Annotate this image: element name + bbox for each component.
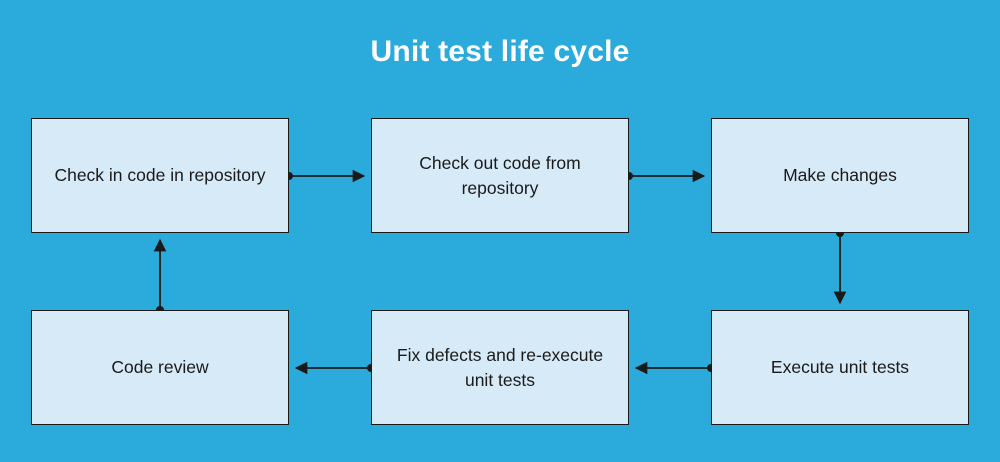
node-label: Execute unit tests — [770, 357, 910, 377]
node-label: Code review — [111, 357, 209, 377]
node-label: Check in code in repository — [54, 165, 266, 185]
node-code-review[interactable]: Code review — [31, 310, 289, 425]
node-make-changes[interactable]: Make changes — [711, 118, 969, 233]
connector-fixdefects-to-codereview — [294, 361, 375, 375]
node-fix-defects[interactable]: Fix defects and re-execute unit tests — [371, 310, 629, 425]
node-execute-unit-tests[interactable]: Execute unit tests — [711, 310, 969, 425]
node-label: Check out code from repository — [419, 152, 581, 198]
node-check-out-code[interactable]: Check out code from repository — [371, 118, 629, 233]
connector-changes-to-execute — [833, 229, 847, 305]
connector-execute-to-fixdefects — [634, 361, 715, 375]
page-title: Unit test life cycle — [370, 35, 630, 68]
connector-codereview-to-checkin — [153, 238, 167, 314]
node-label: Make changes — [783, 165, 897, 185]
node-check-in-code[interactable]: Check in code in repository — [31, 118, 289, 233]
connector-checkout-to-changes — [625, 169, 706, 183]
node-label: Fix defects and re-execute unit tests — [396, 344, 604, 390]
connector-checkin-to-checkout — [285, 169, 366, 183]
